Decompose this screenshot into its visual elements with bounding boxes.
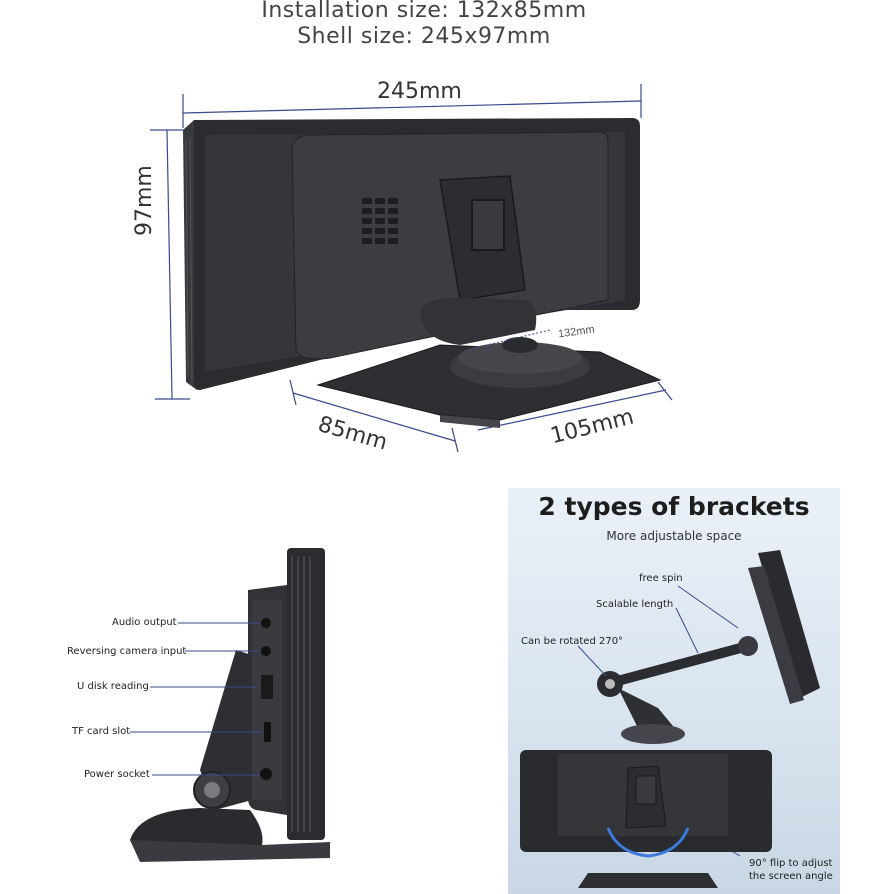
device-side-view <box>130 548 330 862</box>
port-label-usb: U disk reading <box>77 681 149 692</box>
free-spin-label: free spin <box>639 573 683 584</box>
port-label-camera: Reversing camera input <box>67 646 187 657</box>
brackets-subtitle: More adjustable space <box>606 529 742 543</box>
device-rear-view <box>150 84 673 453</box>
tf-slot <box>264 722 271 742</box>
audio-port <box>261 618 271 628</box>
rotate-label: Can be rotated 270° <box>521 636 624 647</box>
scalable-length-label: Scalable length <box>596 599 674 610</box>
power-port <box>260 768 272 780</box>
flip-label-line2: the screen angle <box>749 871 833 882</box>
shell-size-caption: Shell size: 245x97mm <box>297 24 551 49</box>
vent-grille <box>362 198 398 244</box>
suction-bracket-illustration <box>520 550 820 888</box>
camera-port <box>261 646 271 656</box>
installation-size-caption: Installation size: 132x85mm <box>261 0 587 23</box>
brackets-panel: 2 types of brackets More adjustable spac… <box>508 488 840 894</box>
port-label-audio: Audio output <box>112 617 177 628</box>
port-label-tf: TF card slot <box>72 726 131 737</box>
flip-label-line1: 90° flip to adjust <box>749 858 833 869</box>
width-dimension-label: 245mm <box>377 79 462 104</box>
brackets-title: 2 types of brackets <box>538 492 810 521</box>
dimension-lines <box>150 84 673 453</box>
usb-port <box>261 675 273 699</box>
port-label-power: Power socket <box>84 769 150 780</box>
height-dimension-label: 97mm <box>132 165 157 236</box>
